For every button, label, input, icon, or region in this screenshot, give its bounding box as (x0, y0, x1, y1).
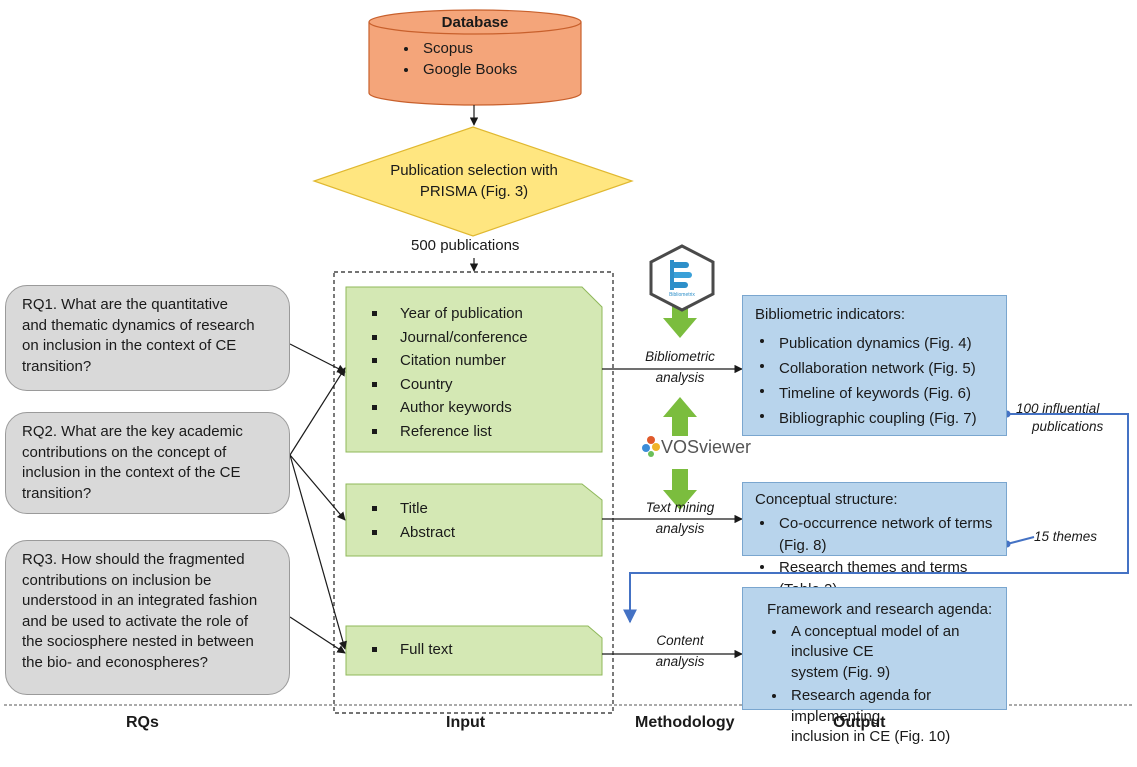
rq3-box: RQ3. How should the fragmented contribut… (5, 540, 290, 695)
method-text-mining-line: analysis (655, 521, 705, 536)
method-content-line: analysis (655, 654, 705, 669)
selection-line-1: Publication selection with (390, 162, 558, 179)
vosviewer-logo-glyph (642, 436, 660, 457)
publications-count: 500 publications (411, 237, 520, 254)
output-framework-item: A conceptual model of an inclusive CE sy… (767, 622, 1006, 684)
database-item: Scopus (399, 39, 581, 60)
output-indicators-list: Publication dynamics (Fig. 4) Collaborat… (755, 331, 1006, 431)
method-text-mining-line: Text mining (645, 500, 715, 515)
footer-rqs: RQs (126, 714, 159, 731)
input-text-list: Title Abstract (368, 497, 455, 544)
output-indicators-item: Publication dynamics (Fig. 4) (755, 331, 1006, 356)
selection-diamond (312, 126, 634, 237)
output-conceptual-box: Conceptual structure: Co-occurrence netw… (742, 482, 1007, 598)
output-framework-item: Research agenda for implementing inclusi… (767, 686, 1006, 748)
method-bibliometric: Bibliometric analysis (610, 348, 750, 387)
input-metadata-item: Country (368, 373, 528, 397)
method-content: Content analysis (610, 632, 750, 671)
database-item: Google Books (399, 60, 581, 81)
link-influential-line: publications (1032, 419, 1104, 434)
rq2-line: transition? (22, 484, 92, 502)
output-framework-item-line: system (Fig. 9) (791, 663, 891, 681)
output-framework-title: Framework and research agenda: (767, 601, 993, 618)
input-metadata-item: Journal/conference (368, 326, 528, 350)
rq2-line: inclusion in the context of the CE (22, 464, 241, 481)
selection-line-2: PRISMA (Fig. 3) (419, 183, 529, 200)
rq2-line: RQ2. What are the key academic (22, 423, 243, 440)
database-node: Database Scopus Google Books (369, 14, 581, 80)
output-framework-item-line: inclusion in CE (Fig. 10) (791, 728, 951, 745)
input-text-item: Abstract (368, 521, 455, 545)
database-title: Database (441, 14, 509, 31)
output-indicators-item: Timeline of keywords (Fig. 6) (755, 381, 1006, 406)
rq1-line: on inclusion in the context of CE (22, 337, 237, 354)
rq2-box: RQ2. What are the key academic contribut… (5, 412, 290, 514)
method-bibliometric-line: Bibliometric (645, 349, 715, 364)
rq1-line: and thematic dynamics of research (22, 316, 255, 334)
method-bibliometric-line: analysis (655, 370, 705, 385)
rq3-line: RQ3. How should the fragmented (22, 551, 245, 568)
rq2-line: contributions on the concept of (22, 443, 227, 461)
link-influential-label: 100 influential publications (1010, 400, 1136, 436)
output-indicators-item: Collaboration network (Fig. 5) (755, 356, 1006, 381)
input-metadata-item: Citation number (368, 349, 528, 373)
output-framework-item-line: A conceptual model of an inclusive CE (791, 622, 960, 661)
output-indicators-item: Bibliographic coupling (Fig. 7) (755, 406, 1006, 431)
rq3-line: and be used to activate the role of (22, 612, 248, 630)
output-indicators-box: Bibliometric indicators: Publication dyn… (742, 295, 1007, 436)
output-indicators-title: Bibliometric indicators: (755, 306, 906, 323)
input-box-metadata-shape (345, 286, 603, 453)
blue-connectors (623, 413, 1129, 624)
input-full-list: Full text (368, 638, 453, 662)
bibliometrix-logo (649, 244, 715, 312)
rq-input-arrows (289, 343, 347, 654)
input-metadata-item: Reference list (368, 420, 528, 444)
rq3-line: the bio- and econospheres? (22, 653, 208, 671)
rq3-line: contributions on inclusion be (22, 571, 212, 589)
input-metadata-item: Year of publication (368, 302, 528, 326)
rq3-line: the sociosphere nested in between (22, 633, 254, 650)
input-box-text-shape (345, 483, 603, 557)
footer-input: Input (446, 714, 486, 731)
rq1-line: transition? (22, 357, 92, 375)
tool-arrows (663, 298, 697, 510)
database-list: Scopus Google Books (399, 39, 581, 80)
input-frame (333, 271, 614, 714)
output-framework-box: Framework and research agenda: A concept… (742, 587, 1007, 745)
input-text-item: Title (368, 497, 455, 521)
selection-node: Publication selection with PRISMA (Fig. … (354, 160, 594, 202)
input-box-full-shape (345, 625, 603, 676)
input-full-item: Full text (368, 638, 453, 662)
link-influential-line: 100 influential (1016, 401, 1100, 416)
input-metadata-list: Year of publication Journal/conference C… (368, 302, 528, 443)
input-metadata-item: Author keywords (368, 396, 528, 420)
method-text-mining: Text mining analysis (610, 499, 750, 538)
bibliometrix-label: Bibliometrix (669, 292, 695, 298)
footer-methodology: Methodology (635, 714, 735, 731)
rq3-line: understood in an integrated fashion (22, 592, 258, 609)
output-conceptual-title: Conceptual structure: (755, 491, 898, 508)
rq1-line: RQ1. What are the quantitative (22, 296, 228, 313)
vosviewer-label: VOSviewer (661, 437, 752, 457)
method-arrows (602, 364, 743, 659)
link-themes-label: 15 themes (1034, 529, 1098, 544)
output-framework-item-line: Research agenda for implementing (791, 687, 932, 725)
database-cylinder (368, 9, 582, 106)
output-framework-list: A conceptual model of an inclusive CE sy… (767, 622, 1006, 748)
footer-output: Output (833, 714, 886, 731)
method-content-line: Content (656, 633, 704, 648)
rq1-box: RQ1. What are the quantitative and thema… (5, 285, 290, 391)
output-conceptual-item: Co-occurrence network of terms (Fig. 8) (755, 513, 1006, 557)
